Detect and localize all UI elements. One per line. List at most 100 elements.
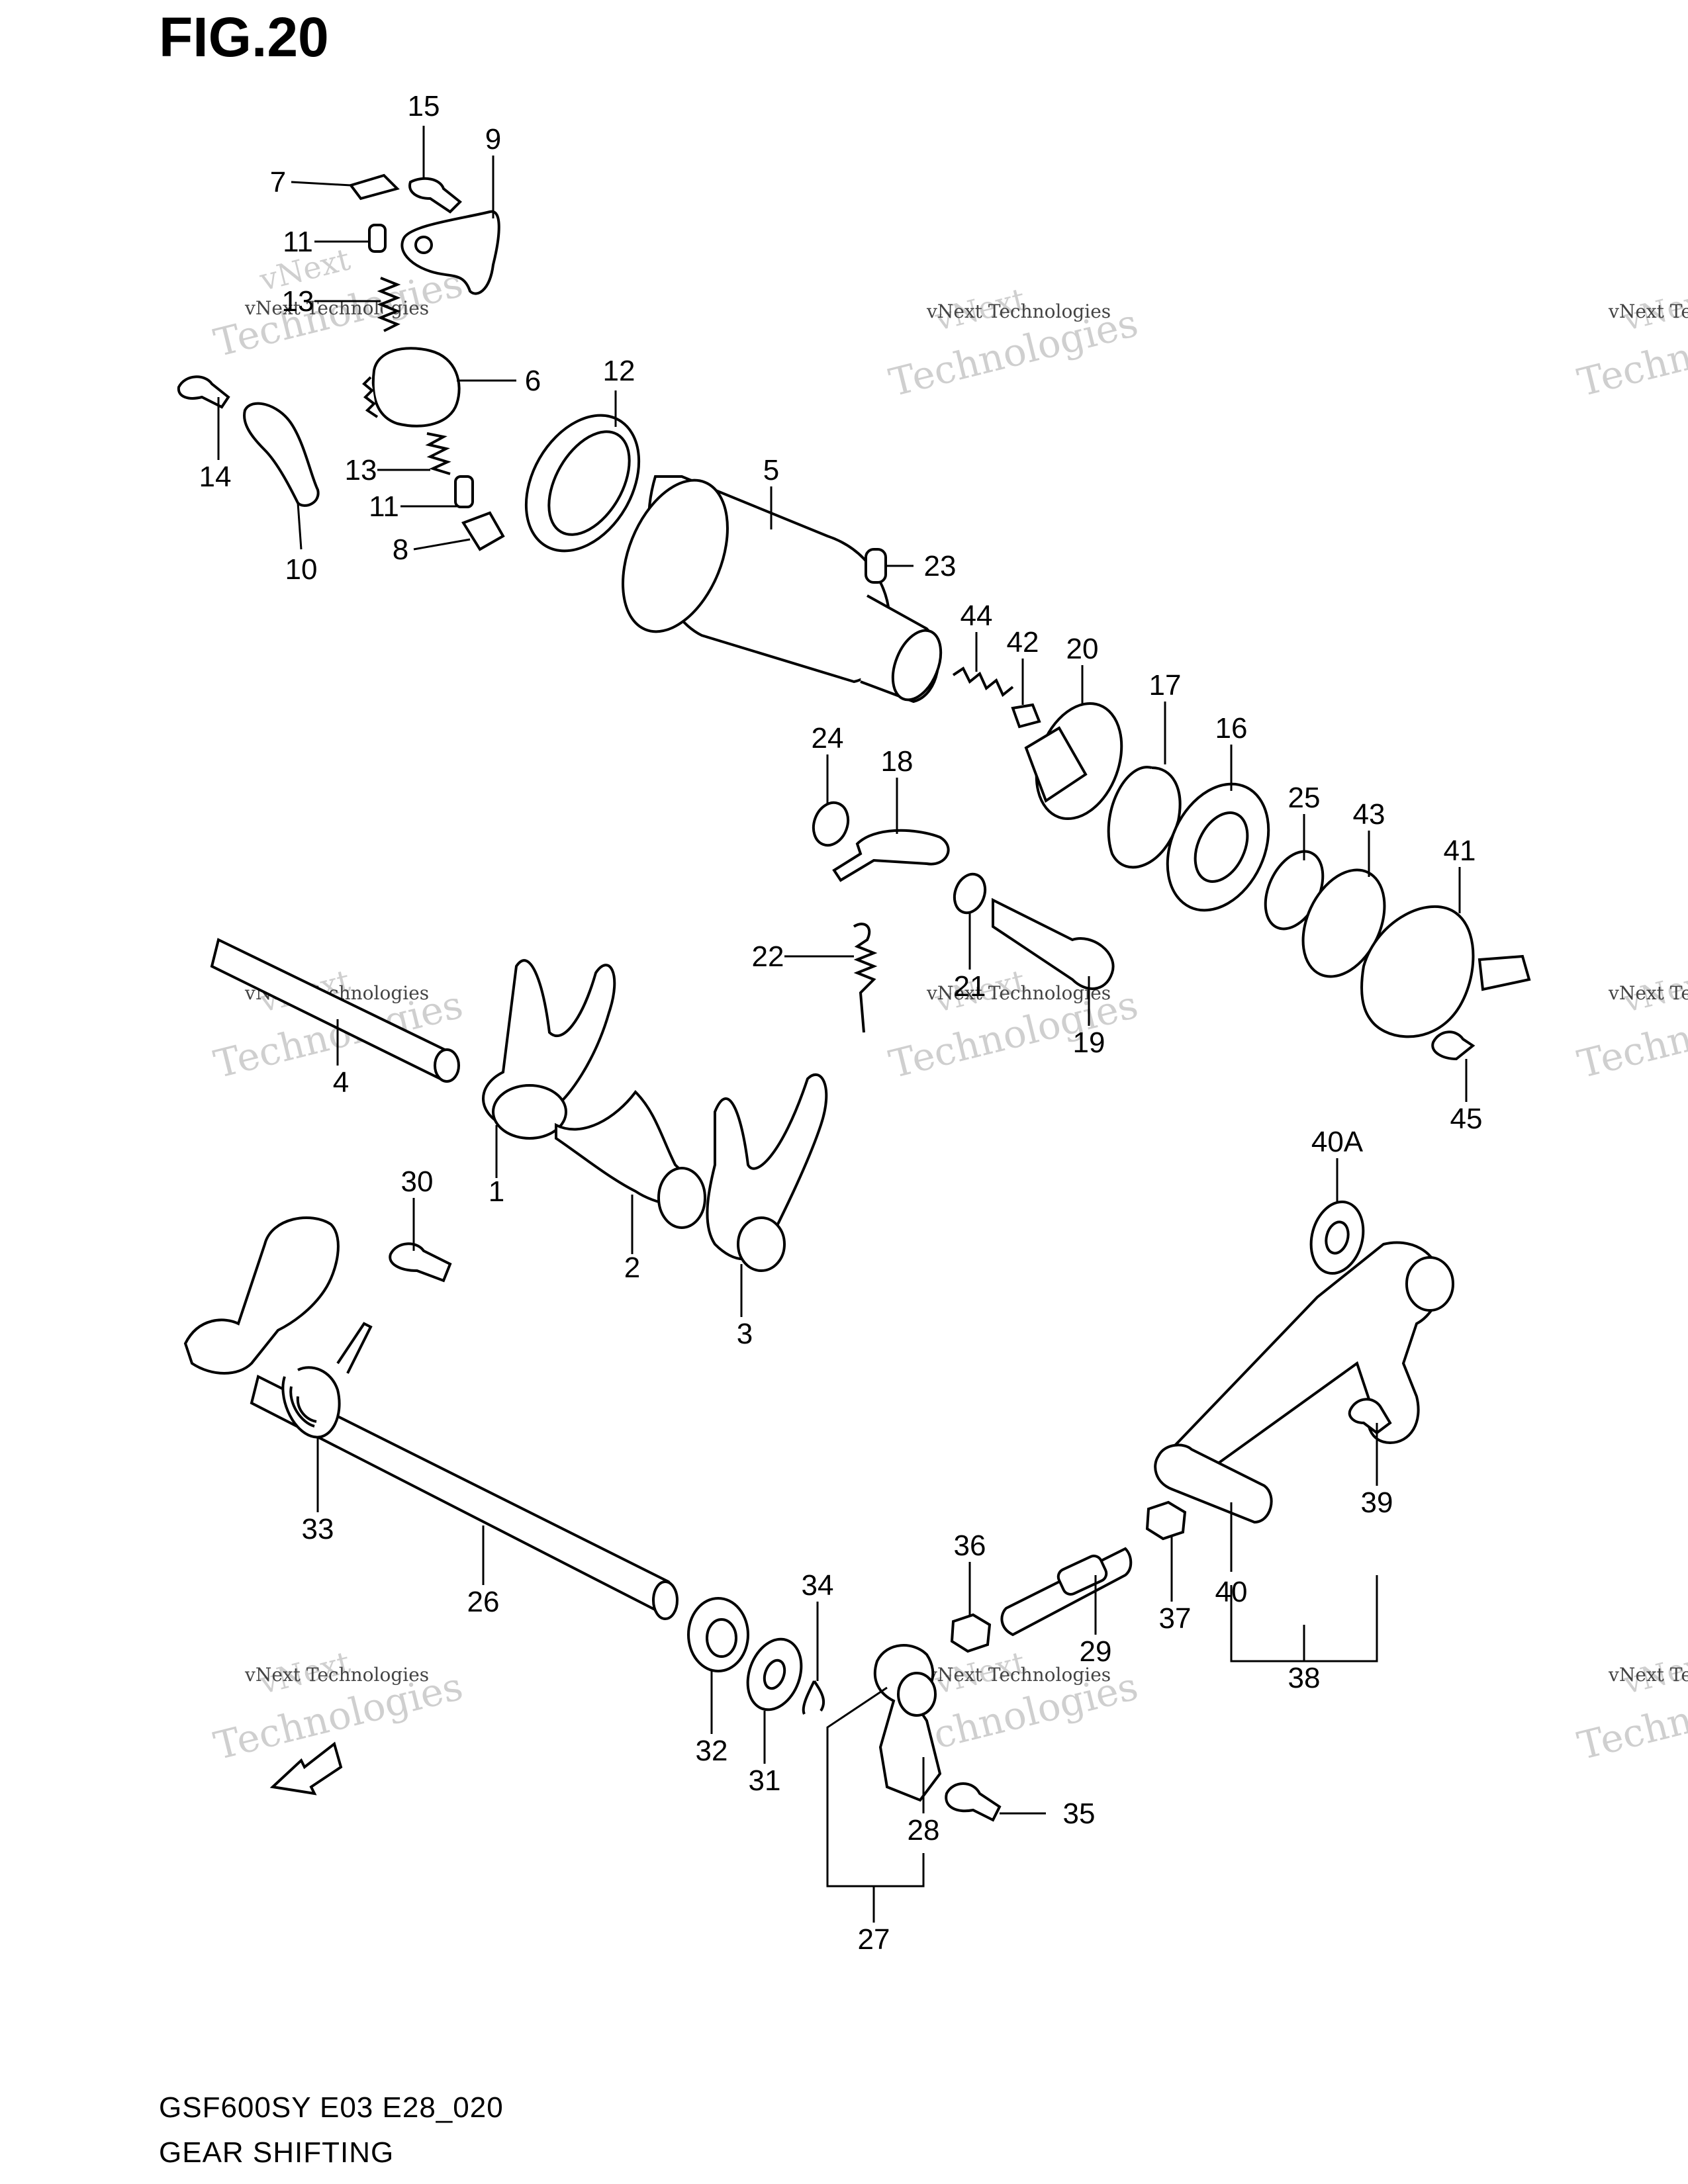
part-9-plate[interactable] — [400, 210, 500, 295]
part-40A-washer-hole — [1325, 1220, 1350, 1255]
callout-36: 36 — [954, 1529, 986, 1562]
callout-34: 34 — [802, 1569, 834, 1602]
callout-14: 14 — [199, 461, 232, 493]
watermark-brand-3: vNext Technologies — [1608, 300, 1688, 322]
callout-44: 44 — [961, 600, 993, 632]
part-8-stopper[interactable] — [461, 511, 505, 551]
leader-10 — [297, 502, 303, 550]
watermark-brand-2: vNext Technologies — [926, 300, 1111, 322]
figure-caption: GEAR SHIFTING — [159, 2136, 395, 2169]
part-34-circlip[interactable] — [802, 1680, 825, 1715]
part-35-bolt[interactable] — [945, 1782, 1002, 1822]
callout-13b: 13 — [345, 454, 377, 486]
part-30-stud[interactable] — [389, 1242, 452, 1283]
part-22-spring[interactable] — [853, 923, 878, 1033]
callout-27: 27 — [858, 1923, 890, 1956]
part-21-washer[interactable] — [949, 870, 990, 917]
part-44-spring[interactable] — [952, 666, 1014, 698]
part-45-screw[interactable] — [1431, 1030, 1476, 1061]
callout-8: 8 — [393, 533, 408, 566]
part-14-screw[interactable] — [177, 375, 230, 409]
part-24-circlip[interactable] — [808, 797, 854, 850]
watermark-brand-6: vNext Technologies — [1608, 982, 1688, 1004]
callout-39: 39 — [1361, 1486, 1393, 1519]
fwd-arrow-icon — [269, 1741, 343, 1796]
part-41-cover[interactable] — [1360, 905, 1475, 1038]
part-6-gear[interactable] — [371, 347, 461, 428]
part-26-spline-end — [652, 1580, 679, 1620]
part-18-bracket[interactable] — [832, 829, 950, 882]
part-3-fork-boss — [737, 1216, 786, 1272]
part-40-lever-eye — [1405, 1256, 1454, 1312]
callout-19: 19 — [1073, 1026, 1105, 1059]
part-13-spring-bottom[interactable] — [425, 432, 451, 475]
callout-33: 33 — [302, 1513, 334, 1545]
callout-38: 38 — [1288, 1662, 1321, 1694]
callout-17: 17 — [1149, 669, 1182, 702]
callout-6: 6 — [525, 365, 541, 397]
callout-11b: 11 — [369, 490, 399, 523]
callout-32: 32 — [696, 1735, 728, 1767]
part-3-shift-fork[interactable] — [706, 1073, 828, 1261]
callout-22: 22 — [752, 940, 784, 973]
callout-1: 1 — [489, 1175, 504, 1208]
part-27-link-boss — [897, 1672, 937, 1717]
part-11-pin-bottom[interactable] — [454, 475, 474, 508]
model-code: GSF600SY E03 E28_020 — [159, 2091, 504, 2124]
part-23-pin[interactable] — [865, 548, 887, 584]
callout-12: 12 — [603, 355, 635, 387]
part-29-rod-coupler — [1056, 1555, 1108, 1596]
part-11-pin-top[interactable] — [368, 224, 387, 253]
callout-4: 4 — [333, 1066, 349, 1099]
part-10-plate[interactable] — [243, 402, 320, 507]
part-33-spring-arm — [336, 1322, 373, 1374]
leader-lines — [217, 126, 1468, 1923]
part-37-nut[interactable] — [1145, 1500, 1187, 1541]
callout-2: 2 — [624, 1251, 640, 1284]
callout-30: 30 — [401, 1165, 434, 1198]
callout-20: 20 — [1066, 633, 1099, 665]
watermark-2: vNext Technologies — [885, 281, 1143, 405]
callout-13a: 13 — [282, 285, 314, 318]
callout-40A: 40A — [1311, 1126, 1364, 1158]
parts-drawings — [177, 173, 1531, 1822]
leader-8 — [413, 538, 471, 551]
part-42-pin[interactable] — [1011, 703, 1041, 729]
part-40-footpeg[interactable] — [1154, 1443, 1273, 1524]
callout-25: 25 — [1288, 782, 1321, 814]
part-6-teeth — [362, 376, 379, 418]
part-15-screw[interactable] — [408, 177, 462, 214]
callout-37: 37 — [1159, 1602, 1192, 1635]
part-39-bolt[interactable] — [1348, 1398, 1392, 1435]
callout-9: 9 — [485, 123, 501, 156]
callout-31: 31 — [749, 1764, 781, 1797]
part-5-cam-end — [622, 478, 729, 633]
callout-24: 24 — [812, 722, 844, 754]
callout-7: 7 — [270, 166, 286, 199]
figure-title: FIG.20 — [159, 6, 329, 68]
watermark-9: vNext Technologies — [1573, 1644, 1688, 1768]
part-26-gearshift-arm[interactable] — [183, 1216, 340, 1375]
callout-26: 26 — [467, 1586, 500, 1618]
part-31-washer-hole — [763, 1659, 786, 1690]
part-41-sensor — [1477, 954, 1531, 991]
callout-18: 18 — [881, 745, 914, 778]
part-7-stopper-plate[interactable] — [348, 173, 400, 201]
part-17-circlip[interactable] — [1107, 766, 1182, 869]
part-5-cam-shaft-end — [891, 629, 943, 702]
part-40-gearshift-lever[interactable] — [1156, 1241, 1442, 1484]
part-33-return-spring[interactable] — [281, 1366, 341, 1439]
callout-10: 10 — [285, 553, 318, 586]
part-20-hub — [1024, 726, 1088, 803]
callout-21: 21 — [954, 970, 986, 1003]
watermark-3: vNext Technologies — [1573, 281, 1688, 405]
part-32-oil-seal-inner — [706, 1618, 737, 1658]
callout-11a: 11 — [283, 226, 313, 258]
part-36-nut[interactable] — [950, 1613, 992, 1653]
callout-labels: 15 9 7 11 13 6 14 13 11 8 10 12 5 23 44 … — [199, 90, 1483, 1956]
part-13-spring-top[interactable] — [377, 277, 401, 332]
part-19-bolt[interactable] — [992, 897, 1115, 990]
watermark-brand-8: vNext Technologies — [926, 1664, 1111, 1686]
callout-43: 43 — [1353, 798, 1385, 831]
part-4-shaft-end — [434, 1048, 460, 1083]
